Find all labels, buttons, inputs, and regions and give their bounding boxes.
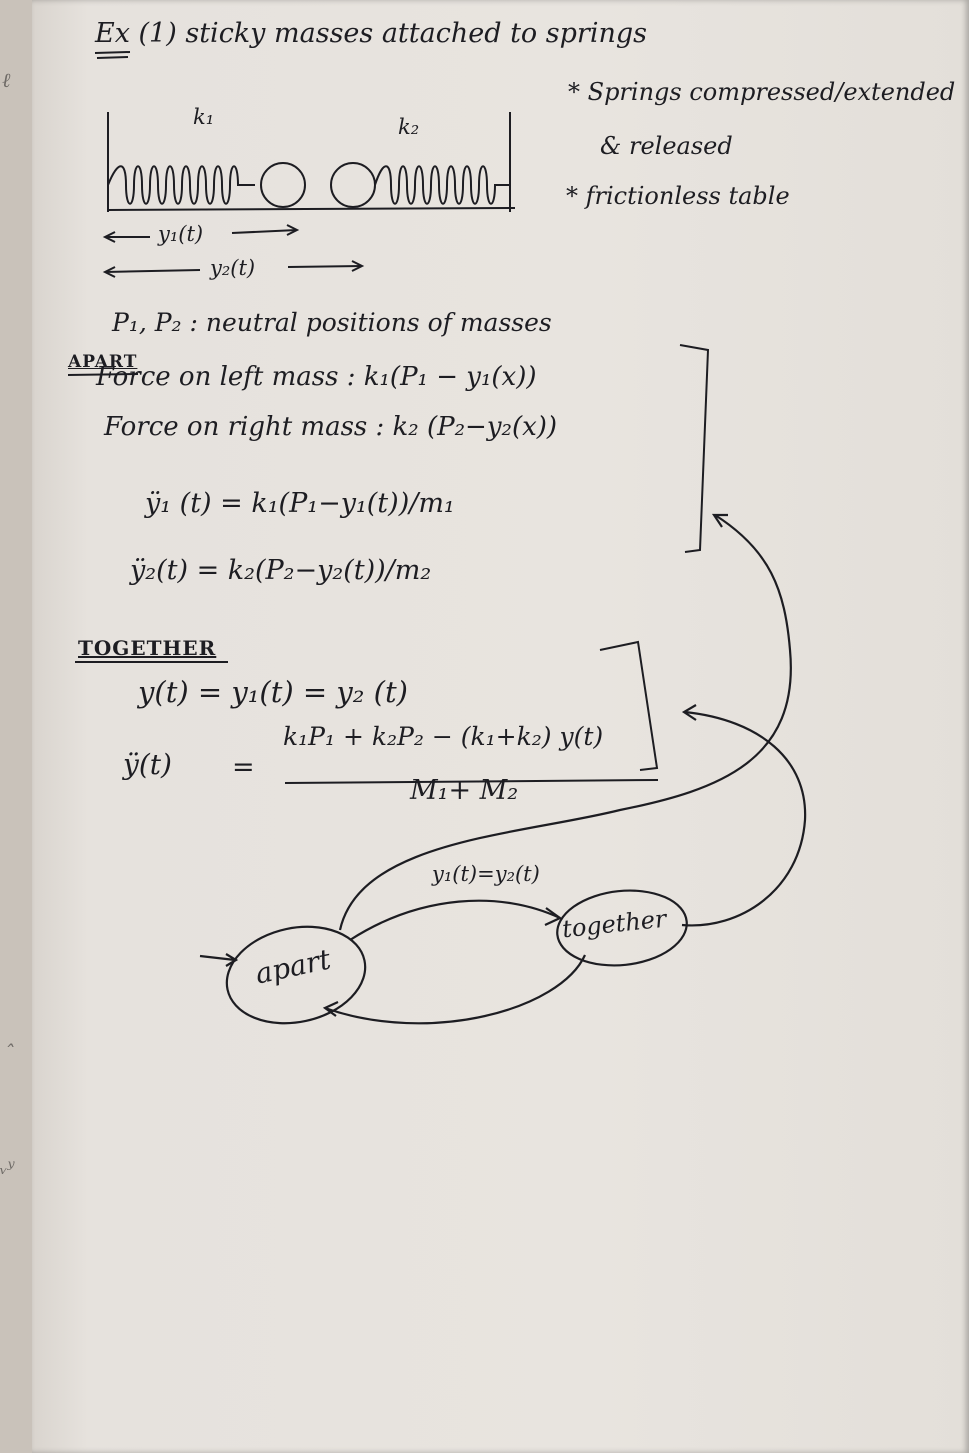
fraction-bar — [284, 779, 659, 784]
transition-label: y₁(t)=y₂(t) — [432, 862, 540, 886]
left-mass — [260, 162, 306, 208]
spring-right-label: k₂ — [398, 115, 420, 139]
note-springs: * Springs compressed/extended — [568, 78, 956, 106]
notebook-page — [32, 0, 969, 1453]
apart-heading: APART — [68, 352, 138, 372]
together-heading: TOGETHER — [78, 636, 217, 660]
right-mass — [330, 162, 376, 208]
state-machine-diagram — [199, 513, 807, 1025]
spring-left-label: k₁ — [193, 105, 215, 129]
state-together-node — [556, 889, 688, 967]
together-equation-2-numerator: k₁P₁ + k₂P₂ − (k₁+k₂) y(t) — [283, 722, 604, 751]
together-equation-2-denominator: M₁+ M₂ — [410, 775, 519, 806]
note-released: & released — [600, 132, 733, 160]
force-left-mass: Force on left mass : k₁(P₁ − y₁(x)) — [96, 362, 537, 392]
margin-mark: ℓ — [2, 68, 11, 92]
force-right-mass: Force on right mass : k₂ (P₂−y₂(x)) — [104, 412, 558, 442]
y1-label: y₁(t) — [158, 222, 204, 246]
note-frictionless: * frictionless table — [566, 182, 790, 210]
spring-mass-diagram — [102, 112, 516, 278]
margin-mark: ᵥʸ — [0, 1155, 15, 1179]
binding-margin: ℓ ˆ ᵥʸ — [0, 0, 32, 1453]
margin-mark: ˆ — [4, 1040, 14, 1064]
neutral-positions-text: P₁, P₂ : neutral positions of masses — [112, 308, 552, 337]
together-equation-1: y(t) = y₁(t) = y₂ (t) — [138, 675, 408, 709]
together-equation-2-lhs: ÿ(t) — [123, 748, 172, 781]
apart-equation-2: ÿ₂(t) = k₂(P₂−y₂(t))/m₂ — [130, 555, 432, 586]
state-apart-node — [225, 925, 367, 1025]
together-equation-2-equals: = — [232, 752, 255, 783]
page-title: Ex (1) sticky masses attached to springs — [95, 18, 647, 49]
y2-label: y₂(t) — [210, 256, 256, 280]
apart-equation-1: ÿ₁ (t) = k₁(P₁−y₁(t))/m₁ — [145, 488, 455, 519]
